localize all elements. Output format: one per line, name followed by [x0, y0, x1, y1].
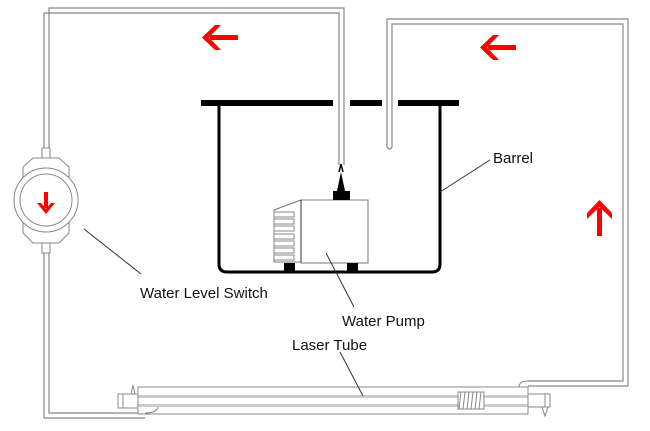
water-level-switch-label: Water Level Switch [140, 285, 268, 302]
barrel-label: Barrel [493, 150, 533, 167]
pipe-outlet [43, 7, 345, 165]
laser-tube-label: Laser Tube [292, 337, 367, 354]
barrel [201, 100, 459, 274]
pump-leader [325, 252, 355, 308]
barrel-leader [439, 159, 491, 193]
water-level-switch [13, 147, 79, 254]
laser-tube [117, 380, 551, 418]
flow-arrow-right [587, 200, 612, 236]
water-pump [273, 163, 369, 271]
laser-tube-leader [339, 351, 364, 397]
flow-arrow-top-left [202, 25, 238, 50]
flow-arrow-top-right [480, 35, 516, 60]
water-pump-label: Water Pump [342, 313, 425, 330]
pipe-return [386, 18, 629, 387]
switch-leader [83, 228, 142, 275]
flow-arrow-switch [37, 192, 55, 214]
pipe-switch-to-tube [43, 252, 145, 419]
